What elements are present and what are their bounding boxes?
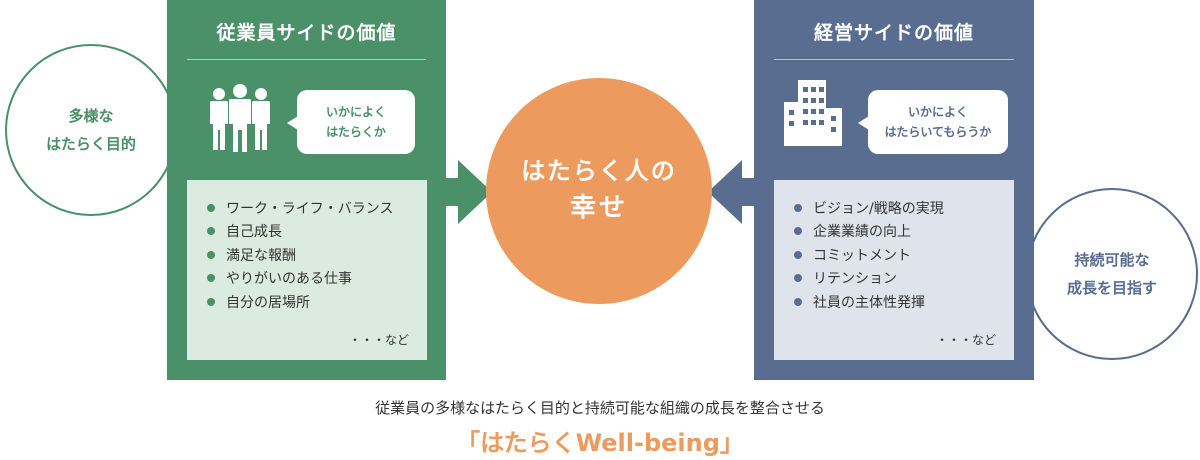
bullet-icon (794, 203, 802, 212)
list-item: やりがいのある仕事 (207, 267, 427, 291)
footer-highlight: 「はたらくWell-being」 (456, 429, 744, 457)
list-item: 企業業績の向上 (794, 220, 1014, 244)
right-arrow-icon (446, 160, 492, 224)
growth-goal-circle: 持続可能な 成長を目指す (1026, 188, 1198, 360)
employee-purpose-circle: 多様な はたらく目的 (5, 44, 177, 216)
list-item: 自己成長 (207, 220, 427, 244)
bullet-icon (794, 227, 802, 236)
management-question-bubble: いかによく はたらいてもらうか (858, 90, 1008, 154)
management-values-list: ビジョン/戦略の実現 企業業績の向上 コミットメント リテンション 社員の主体性… (774, 180, 1014, 360)
management-value-panel: 経営サイドの価値 いかによく はたらいてもらうか ビジョン/戦略の実現 企業業績… (754, 0, 1034, 380)
employee-question-bubble: いかによく はたらくか (287, 90, 415, 154)
bullet-icon (794, 274, 802, 283)
bullet-icon (794, 250, 802, 259)
list-item: 自分の居場所 (207, 290, 427, 314)
bullet-icon (207, 250, 215, 259)
bullet-icon (207, 227, 215, 236)
people-icon (210, 84, 270, 152)
list-item: コミットメント (794, 243, 1014, 267)
growth-goal-text: 持続可能な 成長を目指す (1066, 251, 1157, 297)
employee-panel-title: 従業員サイドの価値 (216, 22, 397, 44)
center-line-2: 幸せ (569, 193, 628, 223)
list-item: リテンション (794, 267, 1014, 291)
employee-list-etc: ・・・など (348, 333, 409, 347)
worker-happiness-circle: はたらく人の 幸せ (486, 78, 712, 304)
bullet-icon (794, 297, 802, 306)
list-item: 社員の主体性発揮 (794, 290, 1014, 314)
employee-values-list: ワーク・ライフ・バランス 自己成長 満足な報酬 やりがいのある仕事 自分の居場所… (187, 180, 427, 360)
bullet-icon (207, 274, 215, 283)
center-line-1: はたらく人の (521, 157, 677, 185)
employee-purpose-text: 多様な はたらく目的 (46, 107, 136, 153)
employee-panel-divider (187, 59, 426, 60)
management-list-etc: ・・・など (935, 333, 996, 347)
management-question-text: いかによく はたらいてもらうか (884, 105, 992, 139)
footer-caption: 従業員の多様なはたらく目的と持続可能な組織の成長を整合させる (375, 399, 825, 417)
bullet-icon (207, 203, 215, 212)
left-arrow-icon (708, 160, 754, 224)
management-panel-title: 経営サイドの価値 (813, 22, 974, 44)
employee-question-text: いかによく はたらくか (325, 105, 386, 139)
building-icon (784, 80, 842, 146)
list-item: 満足な報酬 (207, 243, 427, 267)
list-item: ビジョン/戦略の実現 (794, 196, 1014, 220)
employee-value-panel: 従業員サイドの価値 いかによく はたらくか ワーク・ライフ・バランス 自己成長 … (167, 0, 446, 380)
bullet-icon (207, 297, 215, 306)
list-item: ワーク・ライフ・バランス (207, 196, 427, 220)
management-panel-divider (774, 59, 1014, 60)
